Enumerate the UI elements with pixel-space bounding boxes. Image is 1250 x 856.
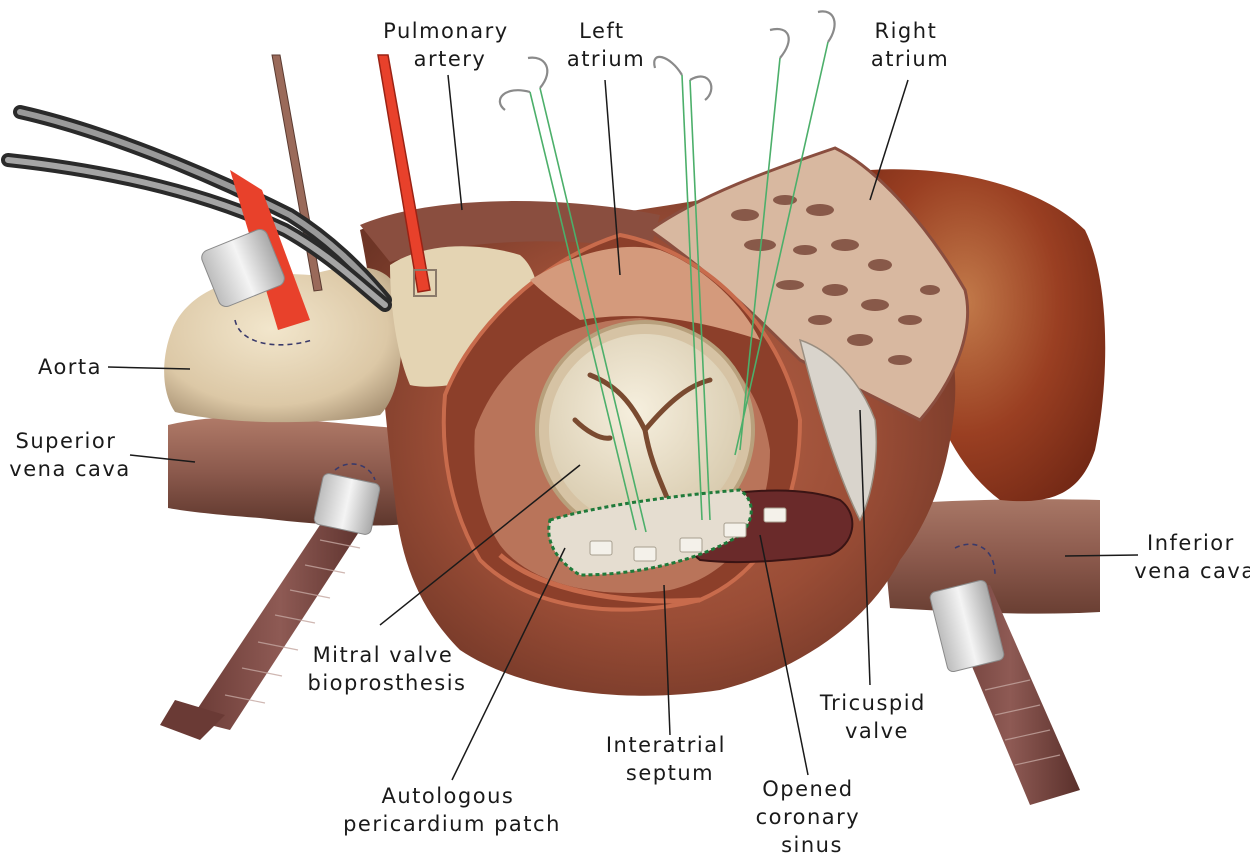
label-pulmonary-artery: Pulmonary artery [383,19,517,71]
leader-tricuspid-valve [859,409,871,686]
right-atrium-trabeculae [731,195,940,365]
interatrial-septum-shape [498,553,701,604]
leader-inferior-vena-cava [1064,554,1139,557]
right-atrium-wall-shape [647,146,970,422]
cannula-purse-string [413,269,437,297]
leader-right-atrium [869,79,909,201]
label-tricuspid-valve: Tricuspid valve [819,691,934,743]
label-mitral-valve-bioprosthesis: Mitral valve bioprosthesis [308,643,467,695]
labels: Pulmonary artery Left atrium Right atriu… [9,19,1250,856]
tricuspid-valve-shape [798,338,878,522]
leader-left-atrium [604,79,621,276]
leader-mitral-valve [379,464,581,626]
aortic-tourniquet [201,170,310,330]
label-interatrial-septum: Interatrial septum [606,733,734,785]
ivc-cannula [929,543,1080,805]
leader-lines [107,74,1139,781]
leader-pericardium-patch [451,547,566,781]
leader-superior-vena-cava [129,454,196,463]
label-right-atrium: Right atrium [871,19,949,71]
leader-pulmonary-artery [447,74,463,211]
leader-aorta [107,366,191,370]
sutures [529,41,829,533]
mitral-valve-commissures [572,372,713,503]
pulmonary-artery-shape [360,201,660,262]
svc-cannula [160,463,381,740]
label-opened-coronary-sinus: Opened coronary sinus [756,777,869,856]
aortic-cannula [377,54,431,293]
label-autologous-pericardium-patch: Autologous pericardium patch [343,784,561,836]
pledgets [589,507,787,562]
needles [498,10,836,111]
label-aorta: Aorta [38,355,102,379]
leader-coronary-sinus [759,534,809,776]
label-inferior-vena-cava: Inferior vena cava [1134,531,1250,583]
leader-interatrial-septum [663,584,671,736]
left-atrium-flap [530,246,760,340]
label-left-atrium: Left atrium [567,19,645,71]
aorta-dashed-suture [234,319,313,346]
label-superior-vena-cava: Superior vena cava [9,429,130,481]
